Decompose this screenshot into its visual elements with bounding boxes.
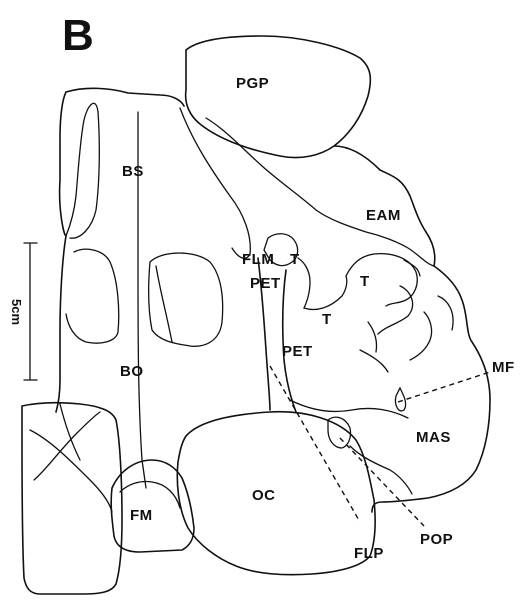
pterygoid-ridge: [180, 108, 250, 258]
lower-left-block: [22, 403, 122, 594]
label-mas: MAS: [416, 429, 451, 446]
fm-outline: [111, 460, 194, 552]
lower-left-cross-2: [34, 412, 100, 480]
label-t-left: T: [290, 251, 300, 268]
label-bo: BO: [120, 363, 144, 380]
label-flm: FLM: [242, 251, 274, 268]
flp-leader: [270, 366, 360, 522]
eam-outline: [334, 146, 435, 266]
mastoid-outline: [372, 266, 490, 512]
label-fm: FM: [130, 507, 153, 524]
label-t-lower: T: [322, 311, 332, 328]
squiggle-5: [438, 296, 453, 330]
squiggle-2: [378, 286, 413, 334]
left-margin-notch: [66, 103, 99, 238]
pgp-outline: [186, 36, 371, 158]
scale-bar-label: 5cm: [9, 299, 24, 325]
left-condylar-fossa: [66, 249, 119, 343]
label-pet-upper: PET: [250, 275, 281, 292]
label-bs: BS: [122, 163, 144, 180]
label-flp: FLP: [354, 545, 384, 562]
pop-leader: [340, 438, 424, 526]
squiggle-6: [360, 350, 388, 372]
tympanic-left: [298, 258, 347, 310]
lower-left-cross-3: [60, 404, 80, 460]
panel-letter: B: [62, 11, 94, 60]
small-scar: [156, 266, 172, 342]
scale-bar: 5cm: [9, 243, 37, 380]
squiggle-4: [410, 312, 432, 360]
right-condylar-fossa: [149, 253, 223, 346]
label-oc: OC: [252, 487, 276, 504]
oc-outline: [177, 412, 375, 575]
fm-inner: [120, 481, 180, 508]
mf-notch: [395, 388, 405, 411]
label-eam: EAM: [366, 207, 401, 224]
squiggle-3: [368, 322, 377, 352]
mas-groove-2: [350, 446, 412, 494]
label-pgp: PGP: [236, 75, 269, 92]
squiggle-1: [404, 260, 420, 276]
label-pop: POP: [420, 531, 453, 548]
eam-inner-margin: [206, 118, 434, 266]
label-t-right: T: [360, 273, 370, 290]
lower-internal-ridge: [290, 400, 408, 418]
mf-leader: [398, 372, 490, 402]
label-mf: MF: [492, 359, 515, 376]
label-pet-lower: PET: [282, 343, 313, 360]
